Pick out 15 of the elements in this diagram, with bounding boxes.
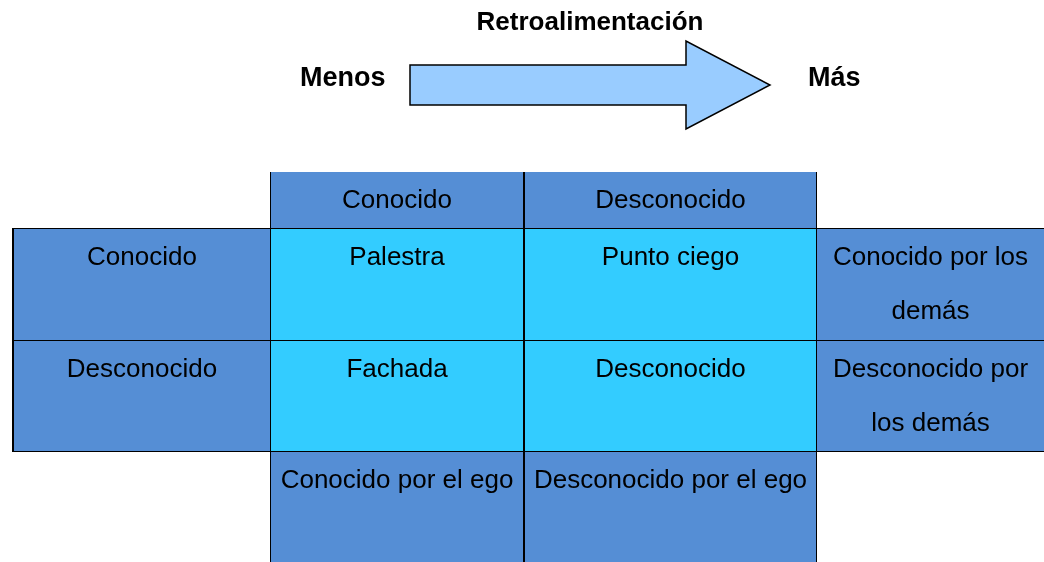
quadrant-cell: Fachada bbox=[270, 340, 524, 452]
column-footer: Desconocido por el ego bbox=[524, 452, 817, 562]
axis-end-label: Menos bbox=[300, 62, 386, 93]
side-label-cell: Conocido por los demás bbox=[817, 228, 1044, 340]
side-label-cell: Desconocido por los demás bbox=[817, 340, 1044, 452]
column-header: Conocido bbox=[270, 172, 524, 228]
column-footer: Conocido por el ego bbox=[270, 452, 524, 562]
quadrant-cell: Palestra bbox=[270, 228, 524, 340]
block-arrow bbox=[409, 39, 772, 131]
quadrant-cell: Desconocido bbox=[524, 340, 817, 452]
quadrant-cell: Punto ciego bbox=[524, 228, 817, 340]
axis-end-label: Más bbox=[808, 62, 861, 93]
row-header: Conocido bbox=[12, 228, 270, 340]
column-header: Desconocido bbox=[524, 172, 817, 228]
row-header: Desconocido bbox=[12, 340, 270, 452]
